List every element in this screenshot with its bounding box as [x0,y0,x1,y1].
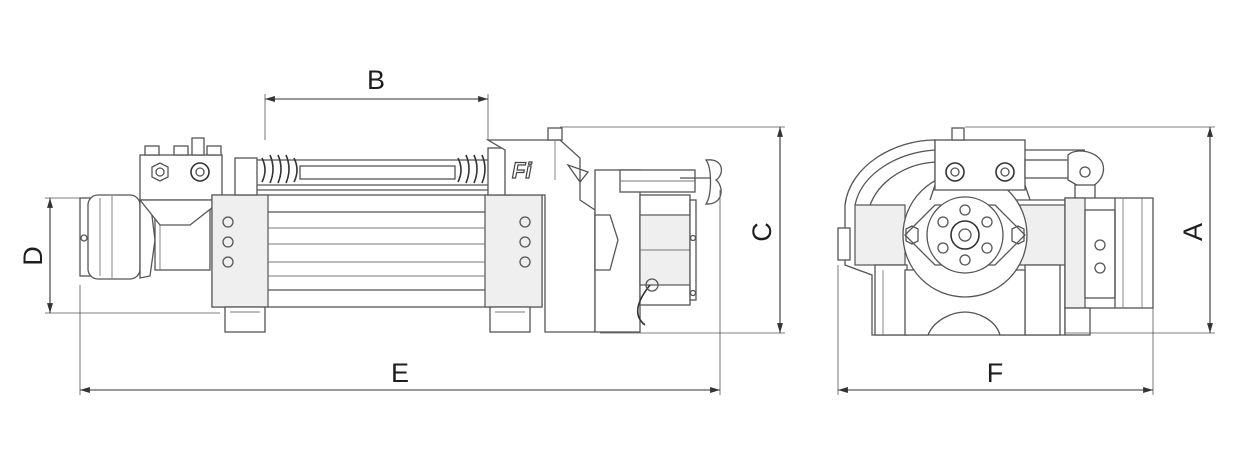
end-brake-panel [1064,197,1154,336]
dimension-label-f: F [987,358,1004,388]
dimension-label-e: E [391,358,409,388]
end-valve-block [929,127,1031,201]
gearbox-housing: Fi [485,127,596,333]
end-view [837,127,1154,336]
manufacturer-logo: Fi [512,158,532,183]
brake-handle [680,159,723,205]
winch-drum [211,194,543,333]
dimension-label-a: A [1178,223,1208,241]
drum-flange [902,172,1028,298]
hydraulic-motor [79,194,211,280]
dimension-label-b: B [367,65,385,95]
spooling-device [234,147,511,196]
end-lever [1024,149,1105,201]
dimension-label-c: C [747,222,777,242]
valve-block [138,137,224,226]
side-view: Fi [79,127,723,333]
dimension-lines [45,94,1215,395]
brake-assembly [594,169,697,333]
dimension-label-d: D [18,246,48,266]
